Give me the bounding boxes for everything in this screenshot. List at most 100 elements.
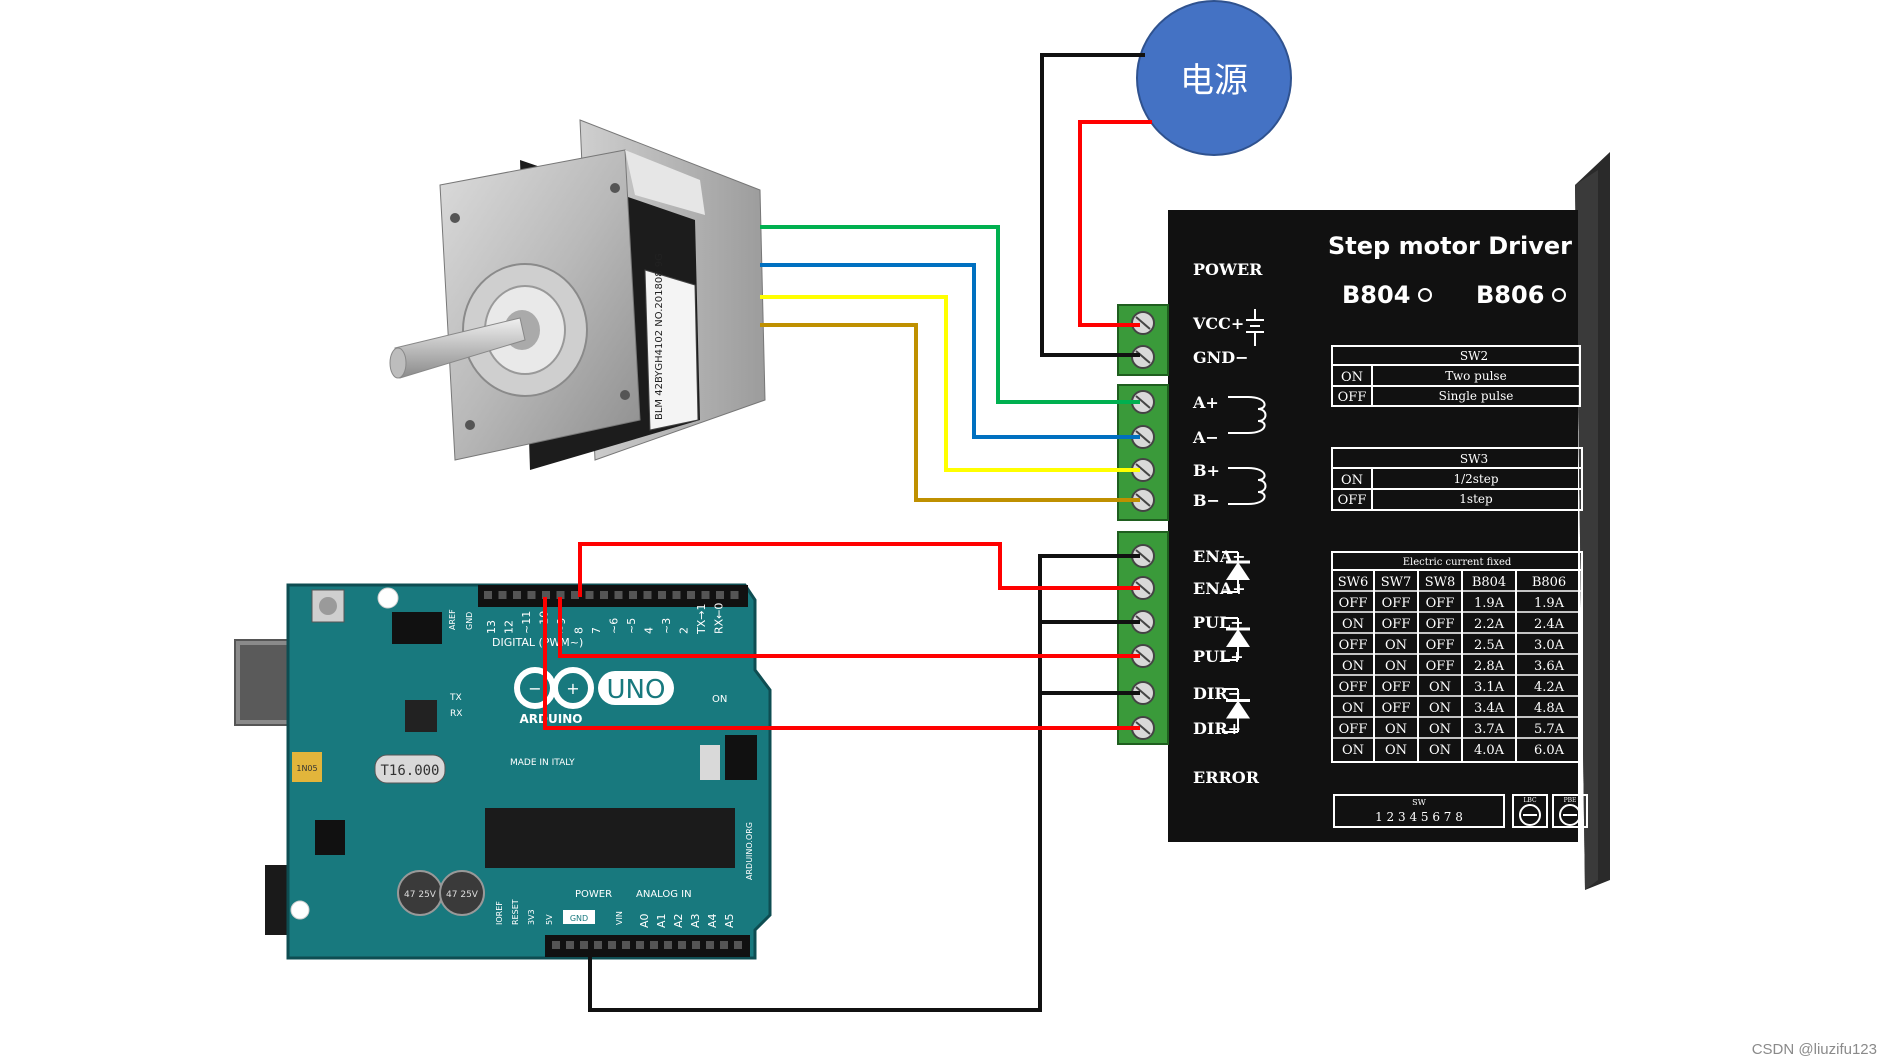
current-table-cell: ON [1385,722,1407,737]
ioref-label: IOREF [495,901,504,925]
current-table-cell: SW8 [1425,575,1456,590]
reset-label: RESET [511,899,520,925]
header-pin [585,591,594,599]
header-pin [594,941,602,949]
wire-b-minus [760,323,1140,502]
dip-label: SW [1412,798,1426,807]
pin-vin-label: VIN [615,911,624,925]
optocoupler-diodes [1222,551,1250,733]
current-table-cell: 4.2A [1534,680,1565,695]
header-pin [614,591,623,599]
wire-dir-plus [543,597,1140,730]
header-pin [571,591,579,599]
current-table-cell: 1.9A [1534,596,1565,611]
battery-symbol [1246,309,1264,346]
terminal-label: GND− [1193,348,1249,367]
current-table-cell: OFF [1382,596,1411,611]
current-table-cell: ON [1342,617,1364,632]
sw2-row2-value: Single pulse [1439,389,1514,403]
sw2-table: SW2 ON Two pulse OFF Single pulse [1331,345,1581,407]
digital-pin-label: ~6 [608,618,621,634]
current-table-cell: ON [1342,701,1364,716]
sw2-row2-state: OFF [1338,390,1367,405]
terminal-label: B− [1193,491,1220,510]
sw3-table: SW3 ON 1/2step OFF 1step [1331,447,1583,511]
terminal-screws [1131,311,1155,740]
terminal-label: B+ [1193,461,1220,480]
digital-pin-label: TX→1 [695,604,708,635]
digital-pin-label: 2 [678,627,691,634]
header-pin [716,591,724,599]
sw3-row1-value: 1/2step [1453,472,1498,486]
speed-pot: PBE [1552,794,1588,828]
digital-pin-label: RX←0 [713,603,726,634]
driver-title: Step motor Driver [1328,232,1572,260]
wire-a-minus [760,263,1140,439]
sw3-row1-state: ON [1341,473,1363,488]
current-table-cell: OFF [1426,638,1455,653]
current-table-cell: OFF [1339,722,1368,737]
stepper-motor: BLM 42BYGH4102 NO.201808 9G [389,119,766,470]
driver-power-label: POWER [1193,260,1263,279]
current-table-cell: ON [1429,722,1451,737]
current-table-cell: ON [1385,743,1407,758]
wire-gnd-power [1040,53,1145,357]
current-table-cell: OFF [1339,638,1368,653]
crystal-label: T16.000 [380,763,439,779]
header-pin [672,591,681,599]
current-table-title: Electric current fixed [1403,557,1512,568]
current-table-cell: 2.5A [1474,638,1505,653]
digital-pin-label: 8 [573,627,586,634]
header-pin [692,941,700,949]
header-pin [650,941,658,949]
header-pin [556,591,565,599]
knob-b-label: PBE [1564,797,1577,804]
on-led-label: ON [712,694,727,705]
watermark: CSDN @liuzifu123 [1751,1041,1877,1058]
sw3-row2-state: OFF [1338,493,1367,508]
dip-switch: SW 1 2 3 4 5 6 7 8 [1333,794,1505,828]
terminal-label: DIR+ [1193,719,1241,738]
current-table-cell: ON [1429,743,1451,758]
power-source-label: 电源 [1180,61,1248,101]
current-pot: LBC [1512,794,1548,828]
rx-led-label: RX [450,709,462,719]
motor-label: BLM 42BYGH4102 NO.201808 9G [654,253,665,420]
current-table-cell: 6.0A [1534,743,1565,758]
sw3-title: SW3 [1460,452,1488,466]
current-table-cell: 4.8A [1534,701,1565,716]
knob-a-label: LBC [1523,797,1537,804]
arduino-model: UNO [607,675,666,705]
current-table-cell: ON [1385,659,1407,674]
current-table-cell: 5.7A [1534,722,1565,737]
made-in-label: MADE IN ITALY [510,758,575,768]
svg-text:−: − [528,679,541,698]
current-table-cell: OFF [1382,701,1411,716]
current-table-cell: ON [1429,680,1451,695]
current-table-cell: ON [1342,743,1364,758]
analog-pin-label: A5 [723,913,736,928]
coil-b-symbol [1228,467,1267,505]
coil-a-symbol [1228,396,1267,434]
header-pin [552,941,560,949]
header-pin [734,941,742,949]
header-pin [678,941,686,949]
current-table-cell: SW6 [1338,575,1369,590]
analog-pin-label: A2 [672,913,685,928]
header-pin [513,591,521,599]
current-table-cell: 3.6A [1534,659,1565,674]
driver-model-b804: B804 [1342,281,1410,309]
header-pin [658,591,666,599]
current-table-cell: 3.4A [1474,701,1505,716]
current-table-cell: B804 [1472,575,1506,590]
wire-b-plus [760,295,1140,472]
current-table-cell: OFF [1382,680,1411,695]
terminal-label: PUL+ [1193,647,1244,666]
digital-pin-label: 12 [503,620,516,634]
current-table-cell: 2.8A [1474,659,1505,674]
header-pin [701,591,710,599]
sw2-row1-value: Two pulse [1445,369,1506,383]
header-pin [622,941,630,949]
current-table-cell: OFF [1339,596,1368,611]
